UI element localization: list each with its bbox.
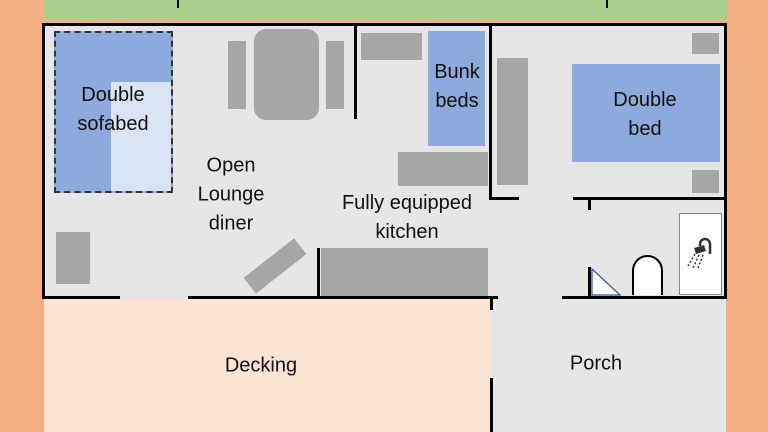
bunk-beds [428,31,485,146]
wall [490,378,493,432]
wall [489,23,492,200]
chair [326,41,344,109]
wall [188,296,498,299]
wall [490,298,493,310]
wall [354,23,357,119]
dining-table [254,29,319,120]
nightstand [692,170,719,193]
label-porch: Porch [569,352,623,375]
wall [588,197,591,210]
sofabed-extension [111,82,171,191]
wardrobe [497,58,528,185]
shower [679,213,722,295]
toilet-icon [632,255,663,295]
label-decking: Decking [224,354,298,377]
chair [228,41,246,109]
double-bed [572,64,720,162]
kitchen-counter [321,248,488,296]
cabinet [361,33,422,60]
wall [42,23,727,26]
shower-icon [687,237,712,269]
decking-area [44,298,491,432]
nightstand [692,33,719,54]
green-strip [44,0,728,20]
counter [398,152,488,186]
strip-tick [606,0,608,8]
armchair [56,232,90,284]
wall [588,267,591,297]
porch-area [491,298,726,432]
wall [562,296,727,299]
wall [573,197,727,200]
wall [42,296,120,299]
strip-tick [177,0,179,8]
wall [317,248,320,297]
wall [724,23,727,299]
wall [42,23,45,299]
wall [489,197,519,200]
basin-icon [591,267,622,296]
